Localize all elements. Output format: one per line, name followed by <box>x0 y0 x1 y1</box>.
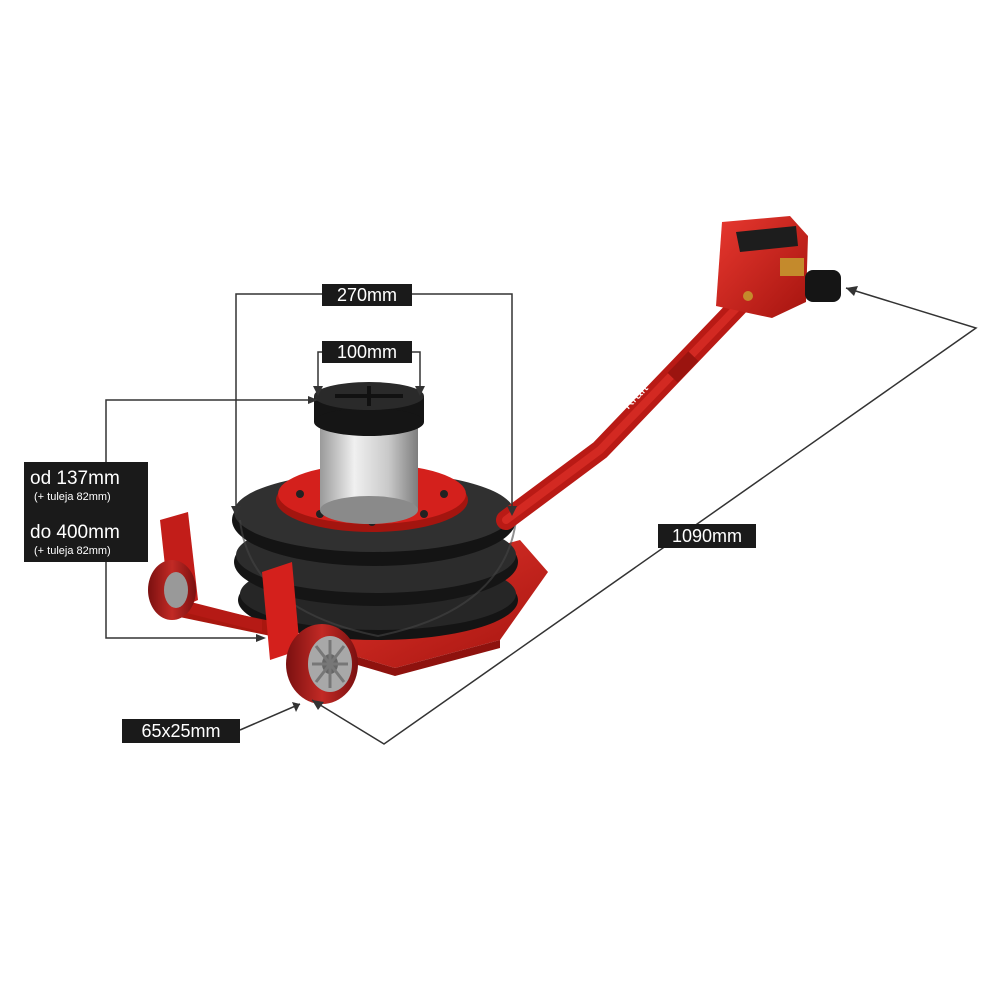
rubber-pad <box>314 382 424 436</box>
label-length: 1090mm <box>658 524 756 548</box>
height-min: od 137mm <box>30 468 120 489</box>
height-max-note: (+ tuleja 82mm) <box>34 545 111 557</box>
height-min-note: (+ tuleja 82mm) <box>34 491 111 503</box>
label-wheel: 65x25mm <box>122 719 240 743</box>
svg-text:100mm: 100mm <box>337 342 397 362</box>
front-wheel <box>286 624 358 704</box>
dimension-arrowheads <box>231 286 858 712</box>
control-valve <box>716 216 841 318</box>
height-max: do 400mm <box>30 522 120 543</box>
rear-wheel <box>148 560 196 620</box>
svg-text:270mm: 270mm <box>337 285 397 305</box>
svg-text:65x25mm: 65x25mm <box>141 721 220 741</box>
label-height: od 137mm (+ tuleja 82mm) do 400mm (+ tul… <box>24 462 148 562</box>
label-width-top: 270mm <box>322 284 412 306</box>
handle: Kraft <box>496 290 754 530</box>
label-width-pad: 100mm <box>322 341 412 363</box>
svg-text:1090mm: 1090mm <box>672 526 742 546</box>
